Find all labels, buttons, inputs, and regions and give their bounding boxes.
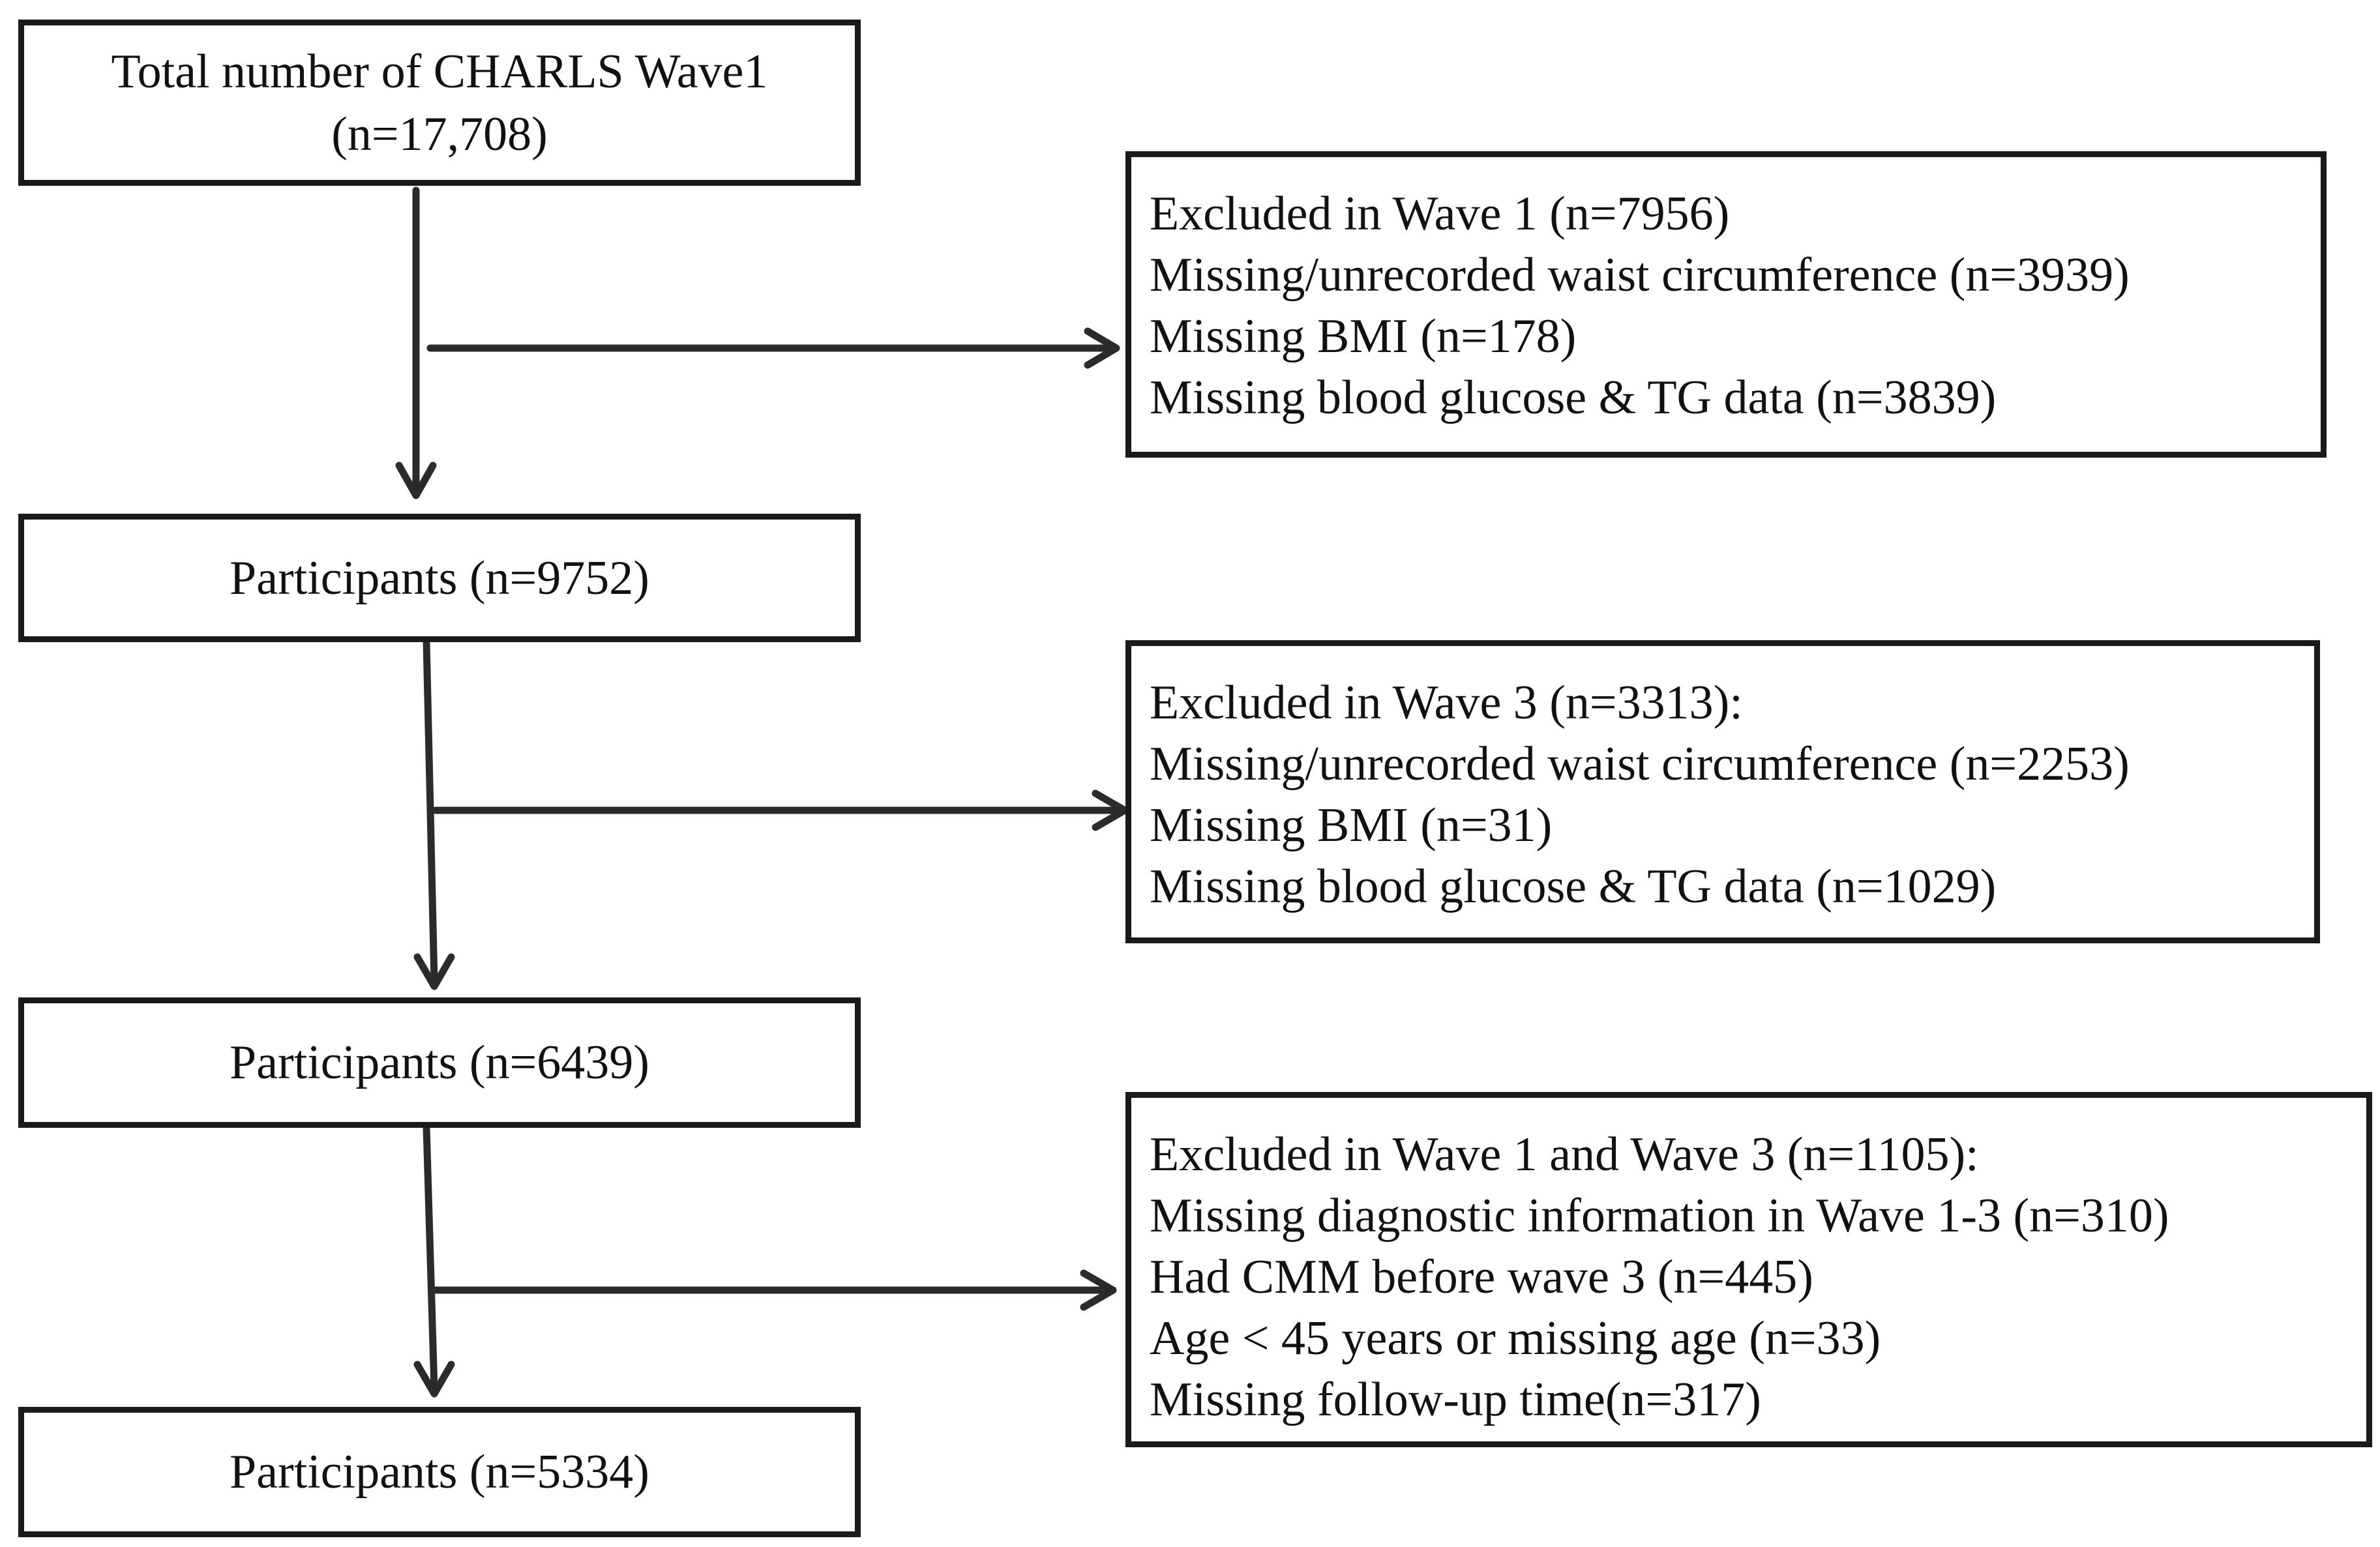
total-cohort-title: Total number of CHARLS Wave1 [111,44,768,98]
exclusion-2-heading: Excluded in Wave 3 (n=3313): [1150,676,1743,729]
exclusion-1-heading: Excluded in Wave 1 (n=7956) [1150,187,1730,241]
participants-label-1: Participants (n=9752) [230,551,649,605]
participants-box-1: Participants (n=9752) [18,514,861,642]
exclusion-1-item: Missing BMI (n=178) [1150,310,1577,363]
exclusion-box-2: Excluded in Wave 3 (n=3313): Missing/unr… [1125,640,2320,943]
exclusion-1-item: Missing/unrecorded waist circumference (… [1150,248,2130,302]
main-arrowhead-1 [395,462,437,499]
exclusion-2-item: Missing blood glucose & TG data (n=1029) [1150,860,1997,913]
participants-box-2: Participants (n=6439) [18,997,861,1128]
branch-arrowhead-3 [1080,1269,1117,1311]
exclusion-box-1: Excluded in Wave 1 (n=7956) Missing/unre… [1125,151,2327,458]
exclusion-1-item: Missing blood glucose & TG data (n=3839) [1150,371,1997,424]
exclusion-3-heading: Excluded in Wave 1 and Wave 3 (n=1105): [1150,1128,1979,1181]
total-cohort-box: Total number of CHARLS Wave1 (n=17,708) [18,20,861,186]
branch-arrowhead-1 [1084,327,1120,369]
participants-label-3: Participants (n=5334) [230,1445,649,1499]
main-arrowhead-3 [413,1361,455,1398]
total-cohort-count: (n=17,708) [331,107,548,161]
exclusion-box-3: Excluded in Wave 1 and Wave 3 (n=1105): … [1125,1092,2372,1447]
exclusion-3-item: Missing follow-up time(n=317) [1150,1373,1761,1426]
exclusion-3-item: Missing diagnostic information in Wave 1… [1150,1189,2169,1243]
exclusion-2-item: Missing/unrecorded waist circumference (… [1150,737,2130,791]
main-arrow-3 [423,1124,438,1392]
participants-label-2: Participants (n=6439) [230,1036,649,1089]
participants-box-3: Participants (n=5334) [18,1407,861,1537]
exclusion-3-item: Age < 45 years or missing age (n=33) [1150,1312,1881,1365]
exclusion-2-item: Missing BMI (n=31) [1150,799,1553,852]
branch-arrowhead-2 [1092,789,1129,831]
main-arrowhead-2 [413,953,455,990]
exclusion-3-item: Had CMM before wave 3 (n=445) [1150,1250,1813,1304]
main-arrow-2 [423,638,438,985]
